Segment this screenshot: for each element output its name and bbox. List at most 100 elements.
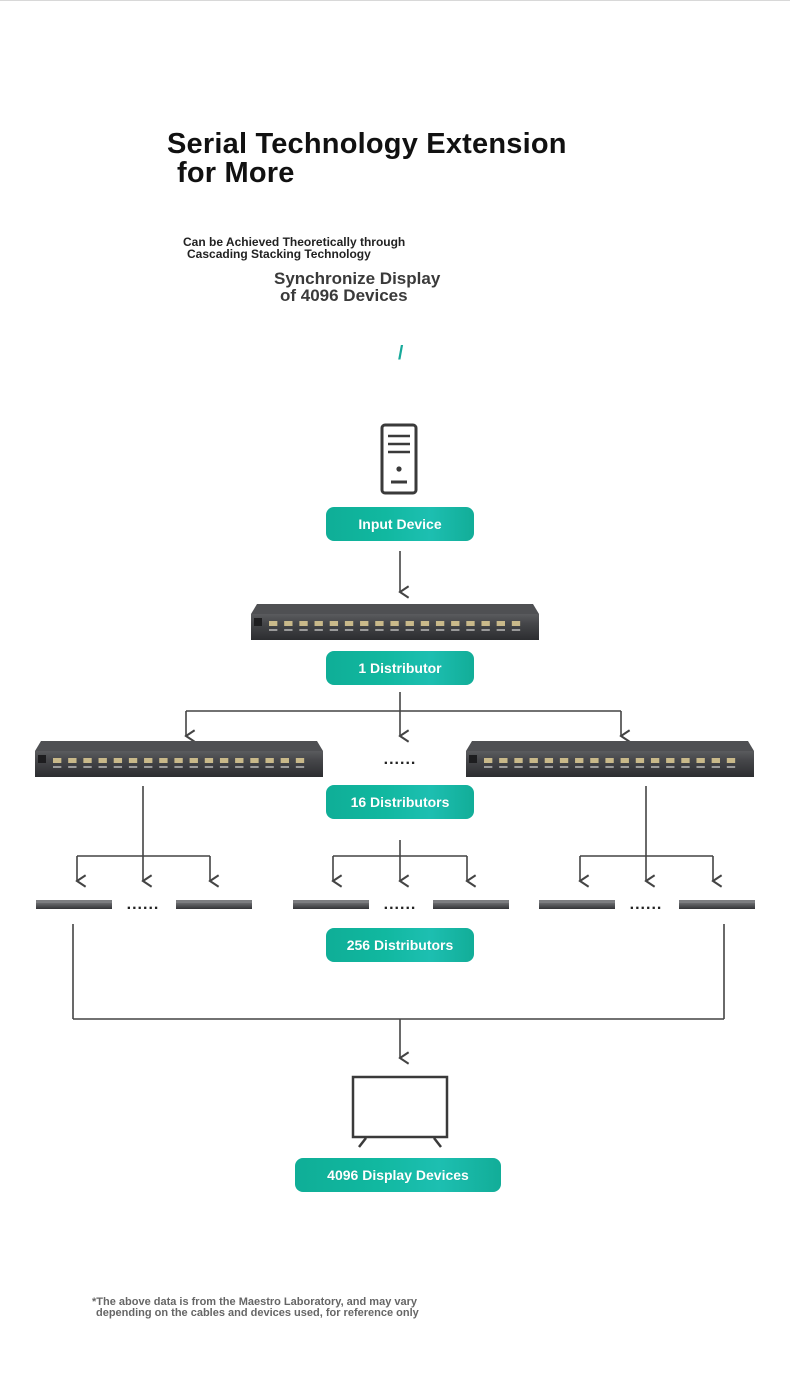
port-label <box>159 766 168 768</box>
port-label <box>666 766 675 768</box>
footnote: *The above data is from the Maestro Labo… <box>92 1297 612 1319</box>
footnote-line-1: *The above data is from the Maestro Labo… <box>92 1296 418 1308</box>
small-device-top <box>36 900 112 903</box>
hdmi-port <box>189 758 198 763</box>
level1-connectors <box>186 692 621 736</box>
hdmi-port <box>344 621 354 626</box>
port-label <box>204 766 214 768</box>
port-label <box>98 766 107 768</box>
small-device-top <box>433 900 509 903</box>
device-top-face <box>251 604 539 614</box>
output-label: 4096 Display Devices <box>295 1158 501 1192</box>
hdmi-port <box>481 621 490 626</box>
port-label <box>481 629 490 631</box>
hdmi-port <box>280 758 289 763</box>
port-label <box>620 766 629 768</box>
distributor-device-icon <box>251 604 539 640</box>
small-distributor-icon <box>176 903 252 909</box>
hdmi-port <box>666 758 675 763</box>
small-device-top <box>679 900 755 903</box>
hdmi-port <box>284 621 293 626</box>
input-device-label: Input Device <box>326 507 474 541</box>
hdmi-port <box>681 758 690 763</box>
port-label <box>575 766 584 768</box>
subtitle-line-1: Can be Achieved Theoretically through <box>183 235 406 249</box>
highlight-text: Synchronize Display of 4096 Devices <box>270 270 545 304</box>
hdmi-port <box>219 758 229 763</box>
hdmi-port <box>269 621 278 626</box>
hdmi-port <box>53 758 62 763</box>
hdmi-port <box>235 758 244 763</box>
small-distributor-icon <box>36 903 112 909</box>
port-label <box>466 629 475 631</box>
hdmi-port <box>726 758 736 763</box>
hdmi-port <box>83 758 92 763</box>
port-label <box>189 766 198 768</box>
device-front-face <box>251 614 539 640</box>
hdmi-port <box>544 758 554 763</box>
computer-tower-icon <box>380 423 418 495</box>
port-label <box>269 629 278 631</box>
port-label <box>144 766 153 768</box>
port-label <box>605 766 614 768</box>
port-label <box>451 629 460 631</box>
separator-mark: / <box>398 343 404 364</box>
port-label <box>250 766 259 768</box>
hdmi-port <box>314 621 323 626</box>
small-distributor-icon <box>539 903 615 909</box>
hdmi-port <box>711 758 720 763</box>
port-label <box>590 766 599 768</box>
hdmi-port <box>375 621 384 626</box>
highlight-line-1: Synchronize Display <box>274 269 441 288</box>
ellipsis-level3-left: ...... <box>127 896 160 913</box>
hdmi-port <box>435 621 445 626</box>
hdmi-port <box>466 621 475 626</box>
distributor-device-icon <box>466 741 754 777</box>
hdmi-port <box>420 621 430 626</box>
hdmi-port <box>529 758 538 763</box>
distributor-device-icon <box>35 741 323 777</box>
port-label <box>529 766 538 768</box>
port-label <box>484 766 493 768</box>
port-label <box>390 629 399 631</box>
hdmi-port <box>650 758 660 763</box>
hdmi-port <box>605 758 614 763</box>
hdmi-port <box>575 758 584 763</box>
port-label <box>265 766 274 768</box>
monitor-icon <box>351 1075 449 1148</box>
ellipsis-level2: ...... <box>384 751 417 768</box>
port-label <box>696 766 705 768</box>
title-line-1: Serial Technology Extension <box>167 128 567 160</box>
level3-devices <box>36 900 755 909</box>
hdmi-port <box>496 621 505 626</box>
port-label <box>299 629 308 631</box>
hdmi-port <box>635 758 645 763</box>
port-label <box>405 629 414 631</box>
hdmi-port <box>511 621 521 626</box>
port-label <box>420 629 430 631</box>
small-device-top <box>176 900 252 903</box>
hdmi-port <box>295 758 305 763</box>
subtitle-line-2: Cascading Stacking Technology <box>187 247 371 261</box>
page-title: Serial Technology Extension for More <box>157 130 657 188</box>
level1-label: 1 Distributor <box>326 651 474 685</box>
port-label <box>113 766 123 768</box>
hdmi-port <box>204 758 214 763</box>
top-divider <box>0 0 790 1</box>
hdmi-port <box>128 758 138 763</box>
port-label <box>295 766 305 768</box>
hdmi-port <box>514 758 523 763</box>
port-label <box>344 629 354 631</box>
hdmi-port <box>265 758 274 763</box>
port-label <box>314 629 323 631</box>
small-device-top <box>293 900 369 903</box>
port-label <box>128 766 138 768</box>
hdmi-port <box>98 758 107 763</box>
hdmi-port <box>299 621 308 626</box>
level3-label: 256 Distributors <box>326 928 474 962</box>
hdmi-port <box>174 758 183 763</box>
highlight-line-2: of 4096 Devices <box>280 286 408 305</box>
small-distributor-icon <box>293 903 369 909</box>
port-label <box>360 629 369 631</box>
device-top-face <box>35 741 323 751</box>
